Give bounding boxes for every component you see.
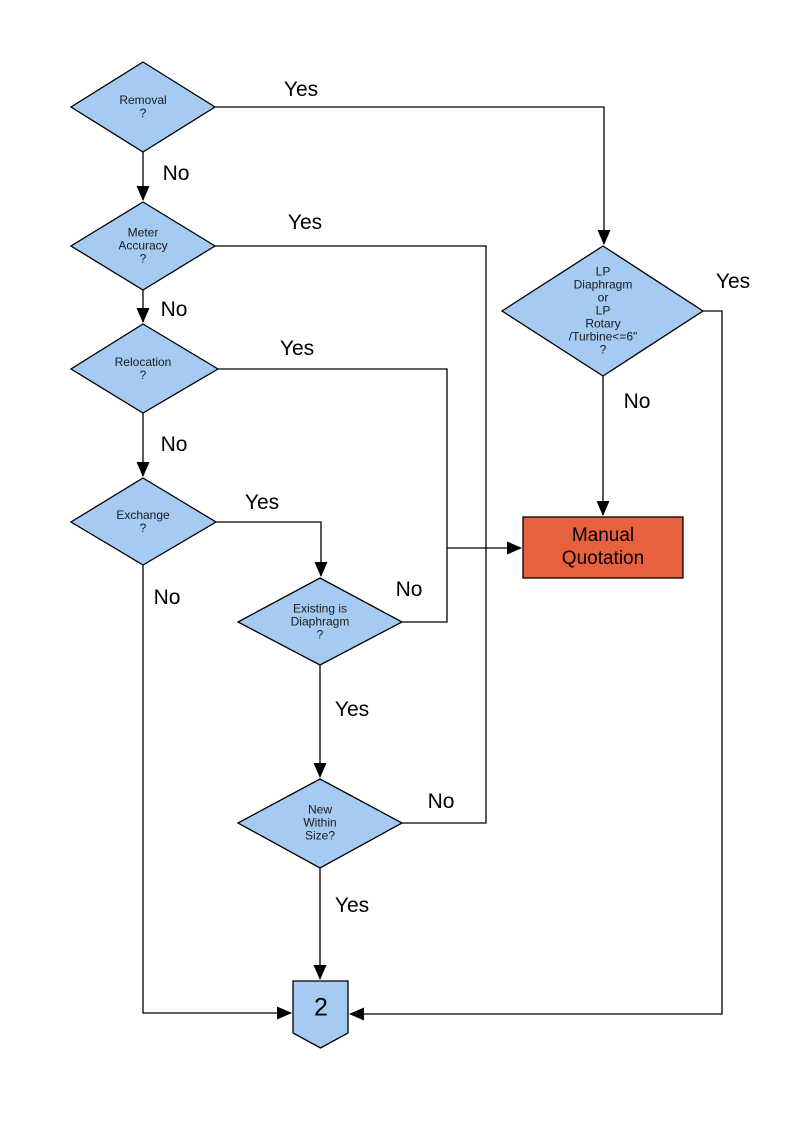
decision-lp-meter: [500, 245, 705, 377]
edge-relocation-yes: [218, 368, 448, 548]
edge-removal-yes: [215, 106, 611, 245]
decision-exchange: [69, 477, 218, 566]
edge-exchange-no: [142, 565, 292, 1020]
decision-existing-diaphragm: [236, 577, 404, 666]
decision-meter-accuracy: [69, 201, 217, 291]
decision-removal: [69, 61, 217, 153]
offpage-connector-2: [292, 980, 349, 1049]
edge-existing-diaphragm-no: [402, 548, 448, 623]
decision-new-within-size: [236, 778, 404, 869]
process-manual-quotation: [522, 516, 684, 579]
decision-relocation: [69, 323, 220, 414]
edge-meter-accuracy-yes: [215, 245, 487, 548]
edge-exchange-yes: [216, 521, 328, 577]
edge-lp-meter-yes: [349, 310, 723, 1021]
edge-new-within-size-no: [402, 548, 487, 824]
